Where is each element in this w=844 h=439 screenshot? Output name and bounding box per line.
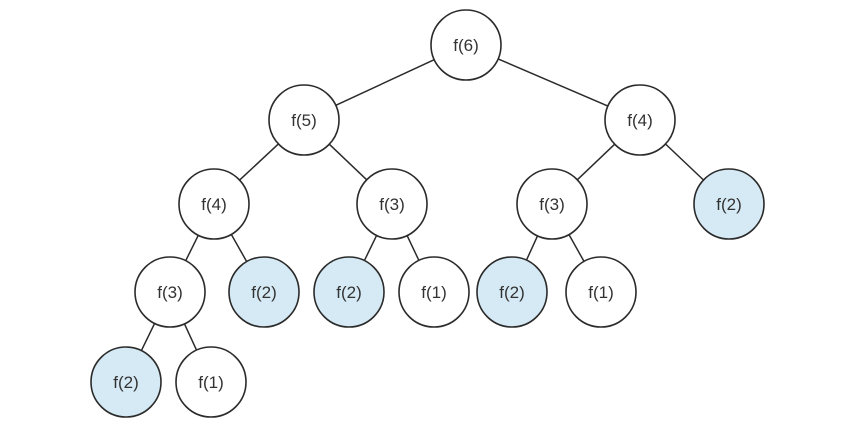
- tree-node: f(1): [398, 256, 470, 328]
- tree-edge: [238, 143, 280, 181]
- tree-edge: [664, 143, 705, 181]
- tree-edge: [335, 58, 435, 107]
- node-circle: [398, 256, 470, 328]
- tree-node-repeated: f(2): [228, 256, 300, 328]
- tree-node: f(1): [565, 256, 637, 328]
- tree-node: f(6): [430, 9, 502, 81]
- node-circle: [430, 9, 502, 81]
- node-circle: [604, 84, 676, 156]
- node-label: f(2): [716, 195, 742, 214]
- tree-node: f(3): [356, 168, 428, 240]
- node-circle: [175, 346, 247, 418]
- tree-node: f(4): [178, 168, 250, 240]
- node-label: f(1): [588, 283, 614, 302]
- tree-edge: [184, 234, 200, 262]
- node-circle: [693, 168, 765, 240]
- tree-node-repeated: f(2): [476, 256, 548, 328]
- node-label: f(4): [627, 111, 653, 130]
- node-circle: [268, 84, 340, 156]
- node-circle: [516, 168, 588, 240]
- node-circle: [565, 256, 637, 328]
- node-circle: [228, 256, 300, 328]
- tree-node: f(3): [516, 168, 588, 240]
- node-circle: [134, 256, 206, 328]
- node-circle: [178, 168, 250, 240]
- node-circle: [313, 256, 385, 328]
- nodes-layer: f(6) f(5) f(4) f(4) f(3) f(3) f(2) f(3) f(2) f(2)…: [90, 9, 765, 418]
- tree-node: f(3): [134, 256, 206, 328]
- tree-node-repeated: f(2): [90, 346, 162, 418]
- node-label: f(2): [499, 283, 525, 302]
- node-label: f(2): [251, 283, 277, 302]
- node-circle: [476, 256, 548, 328]
- tree-edge: [140, 322, 156, 352]
- tree-edge: [406, 234, 420, 262]
- node-label: f(1): [421, 283, 447, 302]
- node-label: f(1): [198, 373, 224, 392]
- node-label: f(4): [201, 195, 227, 214]
- tree-node-repeated: f(2): [693, 168, 765, 240]
- node-label: f(3): [539, 195, 565, 214]
- tree-edge: [568, 233, 585, 263]
- tree-edge: [230, 233, 248, 263]
- edges-layer: [140, 58, 705, 352]
- tree-node-repeated: f(2): [313, 256, 385, 328]
- node-circle: [90, 346, 162, 418]
- tree-edge: [328, 143, 368, 181]
- node-label: f(5): [291, 111, 317, 130]
- tree-edge: [183, 323, 198, 351]
- node-label: f(2): [113, 373, 139, 392]
- tree-node: f(4): [604, 84, 676, 156]
- tree-edge: [576, 143, 616, 181]
- tree-edge: [363, 234, 378, 262]
- node-label: f(2): [336, 283, 362, 302]
- node-label: f(3): [157, 283, 183, 302]
- tree-node: f(5): [268, 84, 340, 156]
- node-label: f(6): [453, 36, 479, 55]
- node-circle: [356, 168, 428, 240]
- tree-edge: [525, 235, 539, 261]
- tree-edge: [497, 58, 609, 107]
- tree-node: f(1): [175, 346, 247, 418]
- node-label: f(3): [379, 195, 405, 214]
